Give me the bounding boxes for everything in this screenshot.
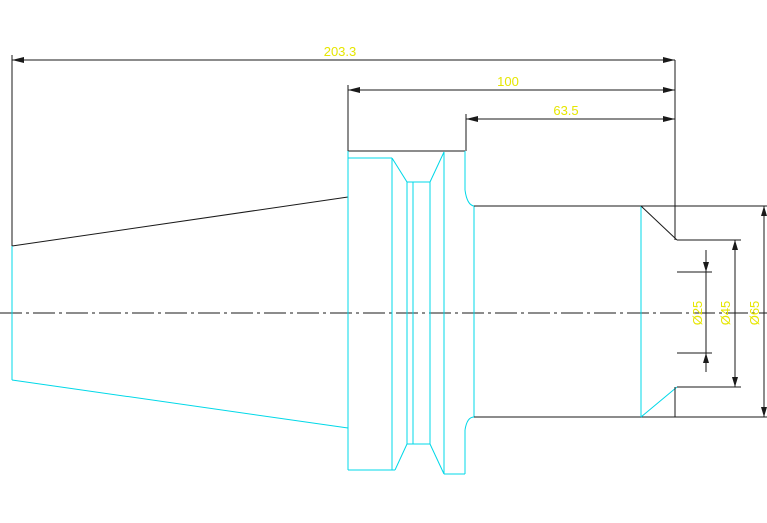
dim-dia-65-label: Ø65 xyxy=(747,301,762,326)
dim-overall-length-label: 203.3 xyxy=(324,44,357,59)
dim-length-63-5-label: 63.5 xyxy=(553,103,578,118)
dim-dia-45: Ø45 xyxy=(677,239,741,388)
dim-dia-25: Ø25 xyxy=(677,250,712,372)
cylindrical-body xyxy=(474,205,675,418)
dim-dia-65: Ø65 xyxy=(675,205,767,418)
flange xyxy=(347,150,475,475)
end-bore xyxy=(640,60,678,418)
dim-dia-45-label: Ø45 xyxy=(718,301,733,326)
dim-dia-25-label: Ø25 xyxy=(690,301,705,326)
dim-length-100: 100 xyxy=(347,74,675,151)
dim-length-63-5: 63.5 xyxy=(465,103,675,151)
dim-length-100-label: 100 xyxy=(497,74,519,89)
dim-overall-length: 203.3 xyxy=(11,44,675,246)
taper-shank xyxy=(11,196,349,429)
